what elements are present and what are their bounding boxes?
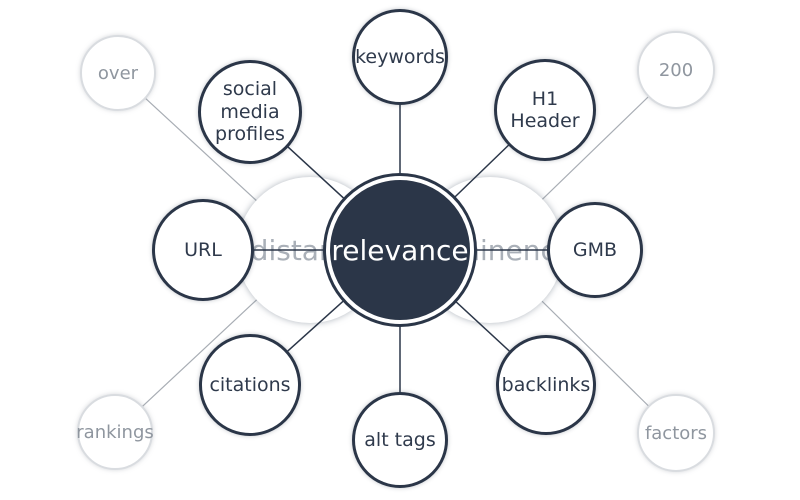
node-rankings: rankings bbox=[76, 394, 154, 470]
node-social-media-profiles: social media profiles bbox=[198, 60, 302, 164]
node-social-media-profiles-label: social media profiles bbox=[215, 78, 285, 146]
node-relevance-center: relevance bbox=[326, 176, 474, 324]
node-backlinks: backlinks bbox=[496, 335, 596, 435]
node-citations: citations bbox=[199, 334, 301, 436]
node-factors-label: factors bbox=[644, 422, 708, 444]
node-url-label: URL bbox=[184, 238, 222, 261]
node-relevance-label: relevance bbox=[331, 233, 469, 267]
node-url: URL bbox=[152, 199, 254, 301]
node-over: over bbox=[80, 35, 156, 111]
node-factors: factors bbox=[637, 394, 715, 472]
node-alt-tags: alt tags bbox=[352, 392, 448, 488]
node-keywords-label: keywords bbox=[355, 45, 445, 68]
node-gmb: GMB bbox=[547, 202, 643, 298]
node-rankings-label: rankings bbox=[76, 421, 154, 443]
node-200: 200 bbox=[637, 31, 715, 109]
node-backlinks-label: backlinks bbox=[501, 373, 591, 396]
node-gmb-label: GMB bbox=[572, 238, 618, 261]
node-h1-header: H1 Header bbox=[494, 59, 596, 161]
node-citations-label: citations bbox=[209, 373, 291, 396]
node-keywords: keywords bbox=[352, 9, 448, 105]
node-200-label: 200 bbox=[658, 59, 694, 81]
node-alt-tags-label: alt tags bbox=[364, 428, 436, 451]
node-over-label: over bbox=[97, 62, 139, 84]
node-h1-header-label: H1 Header bbox=[510, 87, 580, 132]
